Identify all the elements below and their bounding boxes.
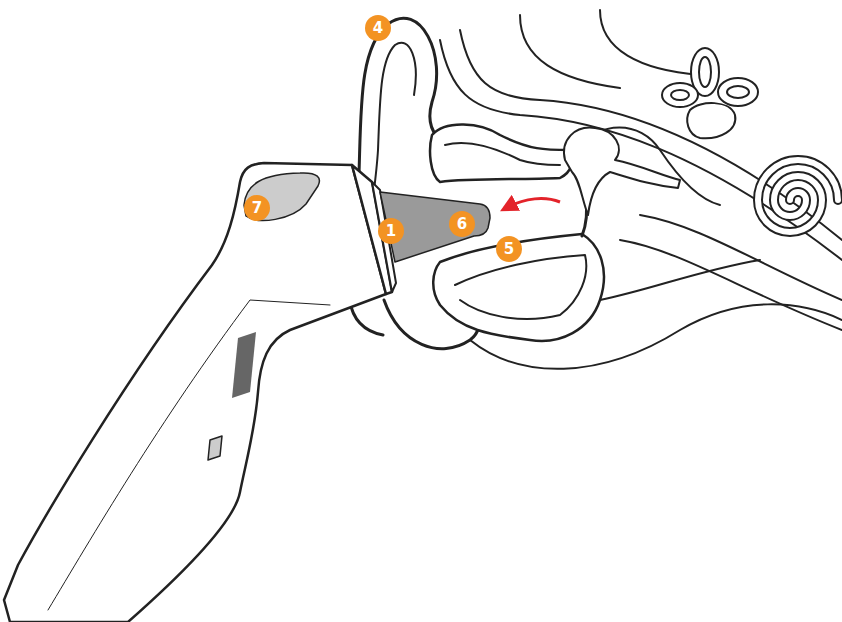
thermometer-body — [4, 163, 386, 622]
canal-loop — [699, 57, 711, 87]
bone-layer — [460, 30, 842, 240]
canal-loop — [718, 78, 758, 106]
bone-layer — [600, 10, 700, 75]
cochlea-inner — [758, 160, 838, 232]
canal-lower-inner — [455, 255, 586, 319]
callout-number: 1 — [378, 218, 404, 244]
canal-loop — [671, 90, 689, 100]
callout-number: 7 — [244, 195, 270, 221]
thermometer-seam — [48, 300, 330, 610]
canal-lower-wall — [433, 234, 604, 341]
canal-upper-wall — [430, 124, 572, 182]
tissue-line — [600, 260, 760, 300]
ossicles — [564, 128, 680, 215]
canal-loop — [727, 86, 749, 98]
tissue-line — [470, 304, 842, 369]
callout-number: 4 — [365, 15, 391, 41]
infrared-arrow — [508, 199, 560, 207]
thermometer-slot — [232, 332, 256, 398]
semicircular-canals — [662, 48, 758, 138]
callout-number: 5 — [496, 236, 522, 262]
bone-layer — [520, 15, 620, 88]
canal-upper-inner — [445, 143, 560, 165]
thermometer-button — [208, 436, 222, 460]
vestibule — [687, 103, 735, 138]
cochlea — [758, 160, 838, 232]
callout-number: 6 — [449, 211, 475, 237]
canal-loop — [662, 83, 698, 107]
thermometer-cap — [244, 173, 319, 221]
